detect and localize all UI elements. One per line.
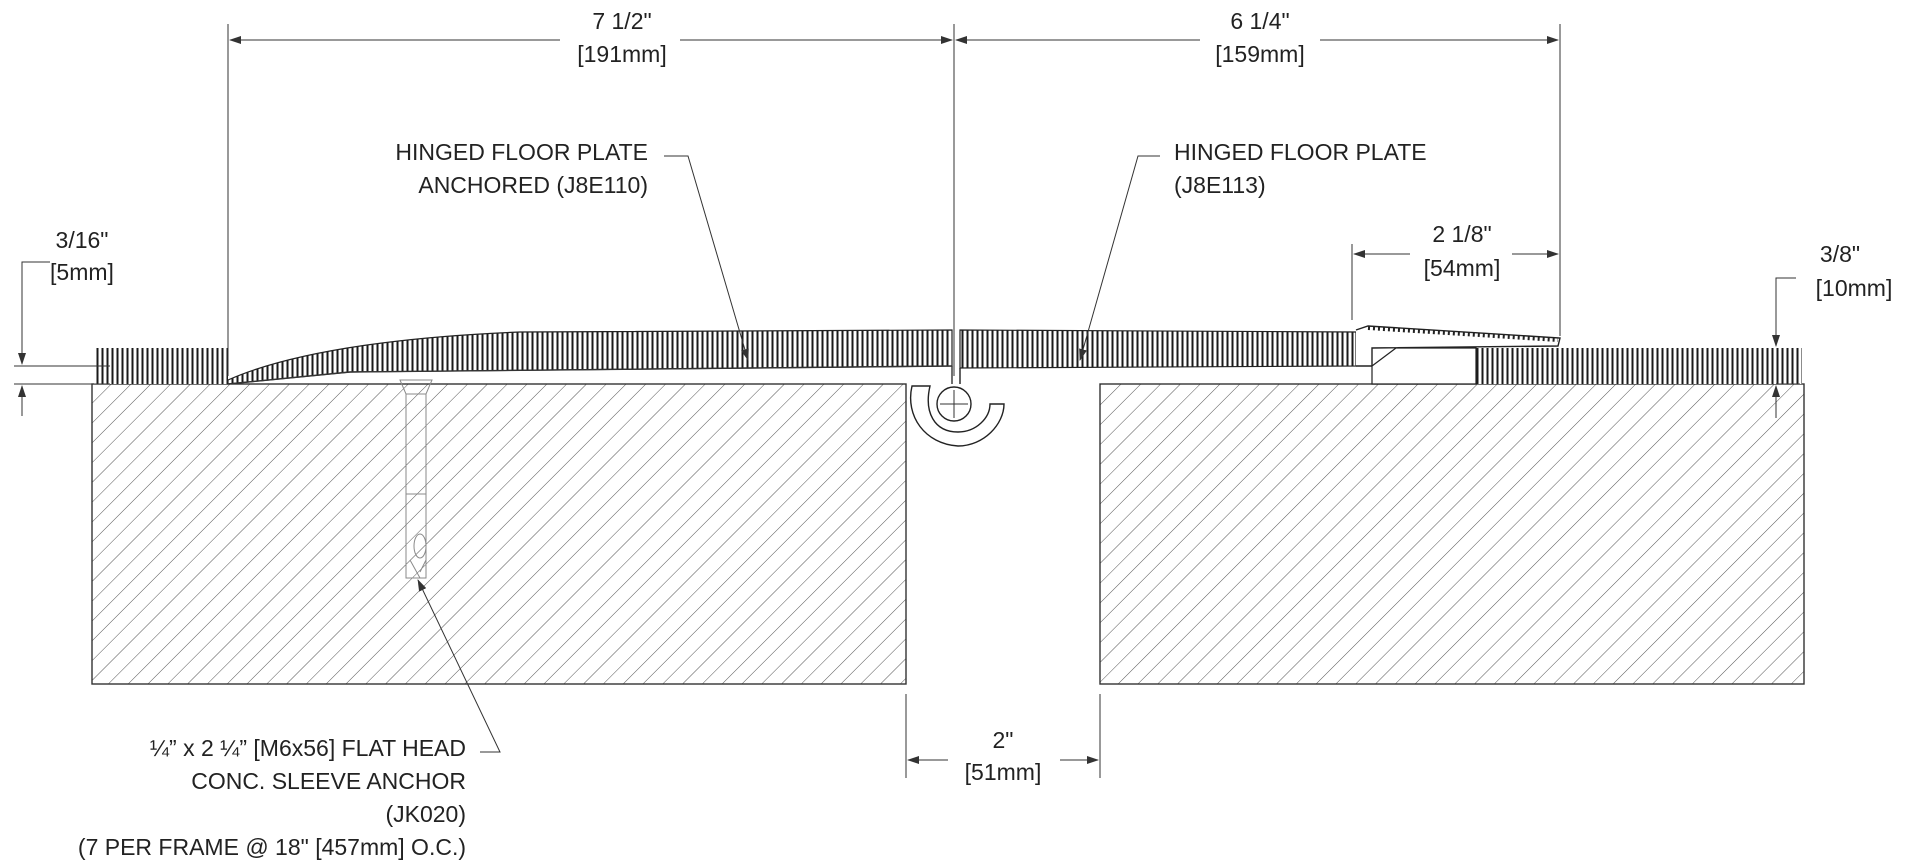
hinge-knuckle (909, 368, 1005, 447)
dimension-plate-thickness: 3/16" [5mm] (18, 227, 114, 416)
callout-anchor: ¼” x 2 ¼” [M6x56] FLAT HEAD CONC. SLEEVE… (78, 579, 501, 860)
callout-anchored-plate-line1: HINGED FLOOR PLATE (395, 139, 648, 165)
dimension-plate-thickness-in: 3/16" (56, 227, 109, 253)
sleeve-anchor (399, 379, 433, 579)
callout-anchor-line3: (JK020) (385, 801, 466, 827)
left-carpet (94, 348, 228, 384)
dimension-gap-in: 2" (993, 727, 1014, 753)
callout-anchored-plate: HINGED FLOOR PLATE ANCHORED (J8E110) (395, 139, 749, 361)
callout-anchor-line1: ¼” x 2 ¼” [M6x56] FLAT HEAD (150, 735, 466, 761)
dimension-right-width-mm: [159mm] (1215, 41, 1304, 67)
dimension-overlap-mm: [54mm] (1424, 255, 1501, 281)
dimension-recess-depth: 3/8" [10mm] (1772, 241, 1893, 418)
dimension-recess-depth-mm: [10mm] (1816, 275, 1893, 301)
callout-anchor-line4: (7 PER FRAME @ 18" [457mm] O.C.) (78, 834, 466, 860)
dimension-right-width: 6 1/4" [159mm] (955, 8, 1559, 67)
dimension-overlap: 2 1/8" [54mm] (1353, 221, 1559, 281)
callout-plate-line2: (J8E113) (1174, 172, 1266, 198)
callout-plate-line1: HINGED FLOOR PLATE (1174, 139, 1427, 165)
dimension-left-width-in: 7 1/2" (592, 8, 651, 34)
dimension-overlap-in: 2 1/8" (1432, 221, 1491, 247)
dimension-recess-depth-in: 3/8" (1820, 241, 1860, 267)
hinged-floor-plate-anchored (227, 329, 953, 385)
dimension-plate-thickness-mm: [5mm] (50, 259, 114, 285)
right-carpet (1476, 348, 1802, 384)
callout-plate: HINGED FLOOR PLATE (J8E113) (1079, 139, 1427, 361)
dimension-left-width: 7 1/2" [191mm] (229, 8, 953, 67)
left-concrete-slab (91, 383, 907, 685)
dimension-right-width-in: 6 1/4" (1230, 8, 1289, 34)
hinged-floor-plate (959, 325, 1561, 385)
dimension-left-width-mm: [191mm] (577, 41, 666, 67)
dimension-gap-mm: [51mm] (965, 759, 1042, 785)
right-concrete-slab (1099, 383, 1805, 685)
dimension-gap: 2" [51mm] (907, 727, 1099, 785)
callout-anchor-line2: CONC. SLEEVE ANCHOR (191, 768, 466, 794)
callout-anchored-plate-line2: ANCHORED (J8E110) (418, 172, 648, 198)
